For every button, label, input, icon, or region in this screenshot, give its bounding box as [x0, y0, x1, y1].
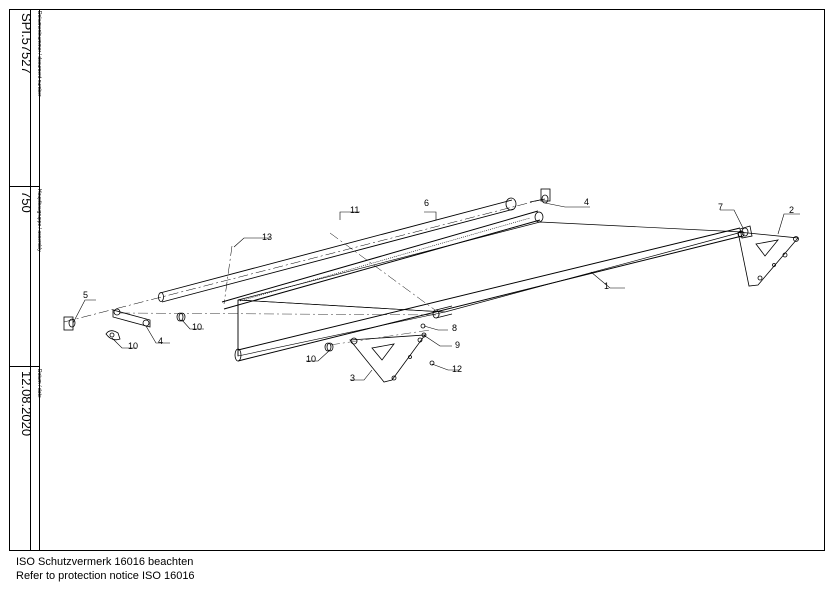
assembly-cell: Hauptbaugruppe / assembly 750 [9, 187, 42, 367]
callout-8: 8 [452, 323, 457, 333]
screw-small [420, 323, 435, 366]
front-bar [234, 227, 743, 362]
callout-12: 12 [452, 364, 462, 374]
callout-11: 11 [350, 205, 359, 215]
callout-3: 3 [350, 373, 355, 383]
callout-13: 13 [262, 232, 272, 242]
protection-notice-german: ISO Schutzvermerk 16016 beachten [16, 556, 194, 568]
callout-4-right: 4 [584, 197, 589, 207]
callout-6: 6 [424, 198, 429, 208]
title-block: Dokumentnummer / document number SPI.575… [9, 9, 42, 551]
callout-10-left: 10 [128, 341, 138, 351]
side-bracket-right [737, 230, 799, 287]
callout-5: 5 [83, 290, 88, 300]
callout-labels: 5 4 10 10 10 3 8 9 12 6 11 13 4 1 7 2 [83, 197, 794, 383]
leader-lines [72, 202, 800, 381]
spacer-left [176, 312, 186, 322]
hinge-right [739, 225, 753, 239]
title-block-divider [30, 9, 31, 551]
end-cap-left [63, 316, 76, 331]
washer-left [105, 330, 121, 341]
callout-4-left: 4 [158, 336, 163, 346]
callout-2: 2 [789, 205, 794, 215]
arm-bracket-left [112, 308, 151, 328]
drawing-frame [9, 9, 825, 551]
callout-1: 1 [604, 281, 609, 291]
side-bracket-left [349, 334, 426, 383]
fabric-roller [221, 197, 544, 310]
end-cap-right [529, 188, 551, 204]
end-stub [432, 305, 453, 319]
awning-fabric-lower-panel [237, 299, 446, 357]
document-number-cell: Dokumentnummer / document number SPI.575… [9, 9, 42, 187]
spacer-center [324, 342, 334, 352]
protection-notice-english: Refer to protection notice ISO 16016 [16, 570, 195, 582]
callout-7: 7 [718, 202, 723, 212]
callout-10-lower: 10 [306, 354, 316, 364]
roller-tube [158, 199, 515, 303]
callout-9: 9 [455, 340, 460, 350]
callout-10-middle: 10 [192, 322, 202, 332]
